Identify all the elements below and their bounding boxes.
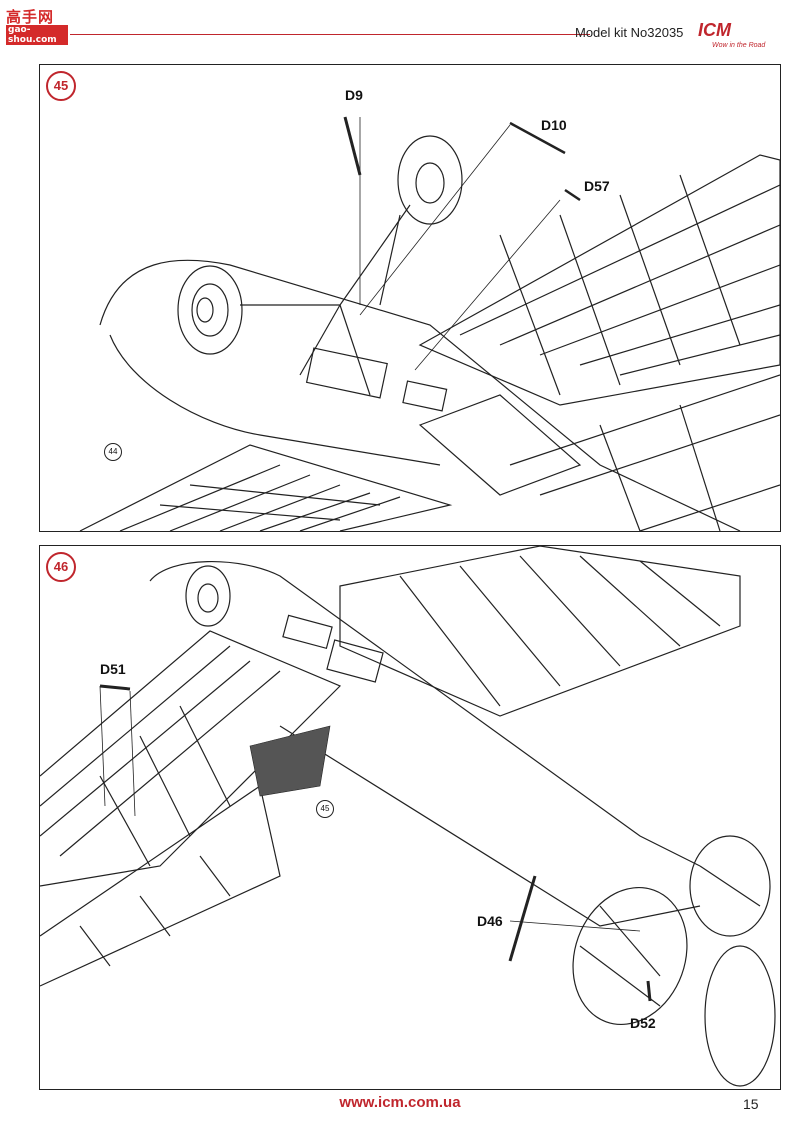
part-label: D46 (477, 913, 503, 929)
step-number-badge: 45 (46, 71, 76, 101)
step-reference-marker: 44 (104, 443, 122, 461)
step-45-panel: 45 44 D9 D10 D57 (39, 64, 781, 532)
site-logo-url: gao-shou.com (6, 25, 68, 45)
page-number: 15 (743, 1096, 759, 1112)
header-rule (70, 34, 590, 35)
step-46-panel: 46 45 D51 D46 D52 (39, 545, 781, 1090)
site-watermark-logo: 高手网 gao-shou.com (6, 6, 68, 45)
part-label: D52 (630, 1015, 656, 1031)
brand-tagline: Wow in the Road (712, 42, 766, 49)
step-45-illustration (79, 116, 780, 531)
icm-logo: ICM Wow in the Road (698, 20, 768, 60)
brand-name: ICM (698, 20, 731, 40)
step-46-illustration (40, 546, 776, 1087)
part-label: D51 (100, 661, 126, 677)
step-reference-marker: 45 (316, 800, 334, 818)
footer-website: www.icm.com.ua (339, 1094, 461, 1111)
part-label: D9 (345, 87, 363, 103)
site-logo-text: 高手网 (6, 8, 55, 26)
kit-number-label: Model kit No32035 (575, 25, 684, 40)
part-label: D10 (541, 117, 567, 133)
step-number-badge: 46 (46, 552, 76, 582)
part-label: D57 (584, 178, 610, 194)
